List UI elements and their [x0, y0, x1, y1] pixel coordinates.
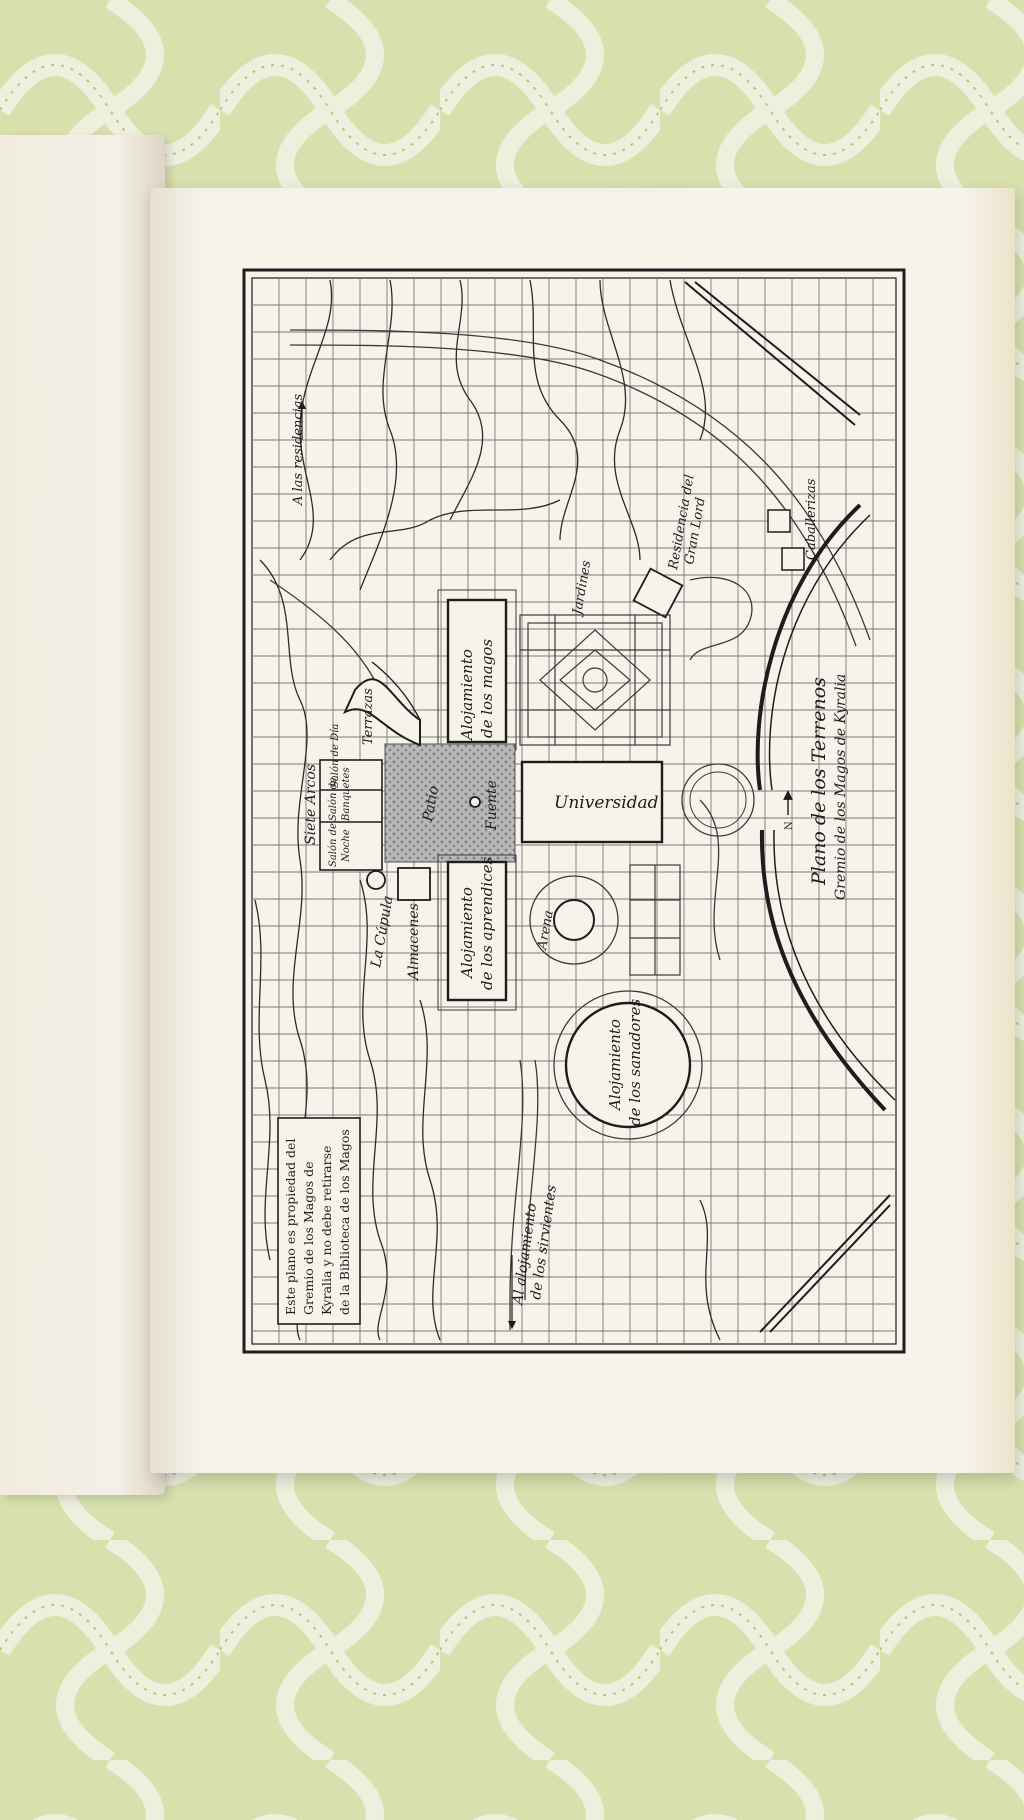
label-to-residences: A las residencias	[291, 393, 306, 506]
map-title: Plano de los Terrenos	[808, 677, 830, 886]
label-university: Universidad	[554, 793, 659, 813]
warehouses	[397, 867, 431, 901]
mages-lodging	[446, 598, 508, 744]
label-patio: Patio	[420, 785, 442, 824]
label-novices-2: de los aprendices	[478, 857, 496, 990]
notice-box	[277, 1117, 361, 1325]
book-left-page	[0, 135, 165, 1495]
notice-line-2: Gremio de los Magos de	[301, 1161, 316, 1315]
roundabout-inner	[689, 771, 747, 829]
university	[520, 760, 664, 844]
healers-lodging	[564, 1001, 692, 1129]
stables-building-2	[781, 547, 805, 571]
boundary-lines	[684, 281, 891, 1333]
roundabout	[681, 763, 755, 837]
label-banquet-hall-2: Banquetes	[341, 767, 352, 822]
map-frame-inner	[251, 277, 897, 1345]
plots	[629, 864, 681, 976]
map-subtitle: Gremio de los Magos de Kyralia	[833, 674, 849, 900]
notice-line-1: Este plano es propiedad del	[283, 1139, 298, 1315]
label-stables: Caballerizas	[804, 478, 819, 560]
terraces	[342, 661, 421, 747]
fountain	[469, 796, 481, 808]
label-mages-2: de los magos	[478, 639, 496, 738]
seven-arches-block	[319, 759, 383, 871]
map-labels: A las residencias Residencia del Gran Lo…	[283, 393, 849, 1315]
label-mages-1: Alojamiento	[458, 649, 476, 742]
label-night-hall-1: Salón de	[328, 823, 339, 867]
label-night-hall-2: Noche	[341, 829, 352, 863]
patio	[384, 743, 516, 863]
stables-building-1	[767, 509, 791, 533]
dome	[366, 870, 386, 890]
label-arena: Arena	[535, 909, 557, 951]
label-healers-2: de los sanadores	[626, 999, 644, 1126]
arena-outer	[529, 875, 619, 965]
label-seven-arches: Siete Arcos	[303, 764, 319, 845]
label-healers-1: Alojamiento	[606, 1019, 624, 1112]
label-terraces: Terrazas	[361, 688, 376, 745]
arena	[553, 899, 595, 941]
notice-line-3: Kyralia y no debe retirarse	[319, 1146, 334, 1315]
novices-lodging	[446, 860, 508, 1002]
map-north-label: N	[784, 821, 795, 830]
high-lord-residence	[632, 567, 684, 619]
notice-line-4: de la Biblioteca de los Magos	[337, 1129, 352, 1315]
label-warehouses: Almacenes	[406, 903, 422, 982]
label-day-hall: Salón de Día	[330, 724, 341, 788]
label-fountain: Fuente	[484, 780, 500, 831]
label-banquet-hall-1: Salón de	[328, 777, 339, 821]
roads	[269, 329, 871, 1330]
outer-boundary-arc	[755, 503, 896, 1112]
gardens	[519, 614, 671, 746]
label-novices-1: Alojamiento	[458, 887, 476, 980]
healers-lodging-outer	[553, 990, 703, 1140]
novices-lodging-outline	[437, 854, 517, 1011]
